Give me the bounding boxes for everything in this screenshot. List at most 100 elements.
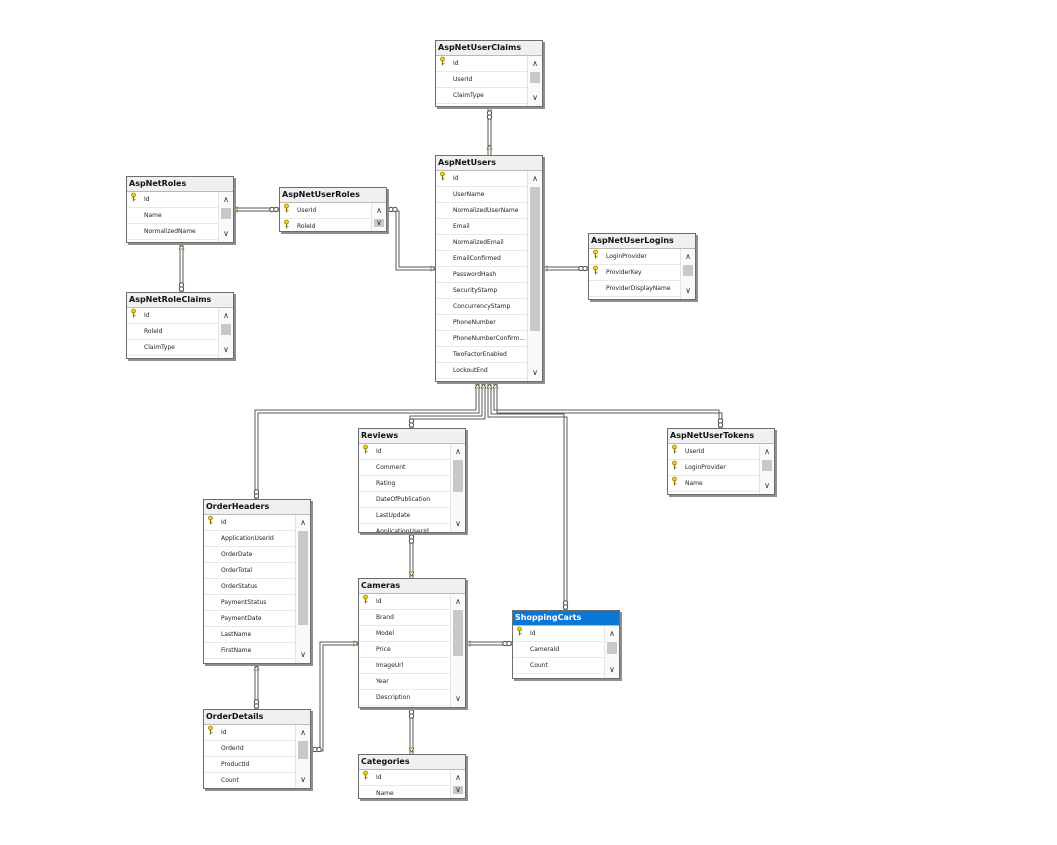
column-row[interactable]: ProductId — [204, 757, 296, 773]
scrollbar[interactable]: ∧∨ — [218, 192, 233, 242]
scrollbar-thumb[interactable] — [453, 610, 463, 656]
chevron-down-icon[interactable]: ∨ — [223, 229, 229, 238]
scrollbar[interactable]: ∧∨ — [527, 56, 542, 106]
column-row[interactable]: FirstName — [204, 643, 296, 659]
table-title[interactable]: AspNetUsers — [436, 156, 542, 171]
scrollbar-thumb[interactable] — [762, 460, 772, 471]
column-row[interactable]: LoginProvider — [589, 249, 681, 265]
scrollbar[interactable]: ∧∨ — [680, 249, 695, 299]
column-row[interactable]: PhoneNumber — [436, 315, 528, 331]
table-aspnetroles[interactable]: AspNetRolesIdNameNormalizedNameConcurren… — [126, 176, 234, 243]
column-row[interactable]: Model — [359, 626, 451, 642]
chevron-down-icon[interactable]: ∨ — [455, 694, 461, 703]
table-title[interactable]: OrderDetails — [204, 710, 310, 725]
scrollbar[interactable]: ∧∨ — [527, 171, 542, 381]
column-row[interactable]: UserName — [436, 187, 528, 203]
scrollbar-thumb[interactable] — [298, 741, 308, 759]
column-row[interactable]: Id — [513, 626, 605, 642]
scrollbar-thumb[interactable] — [607, 642, 617, 654]
column-row[interactable]: NormalizedUserName — [436, 203, 528, 219]
scrollbar-thumb[interactable] — [374, 219, 384, 227]
chevron-up-icon[interactable]: ∧ — [455, 597, 461, 606]
table-title[interactable]: AspNetUserLogins — [589, 234, 695, 249]
column-row[interactable]: ImageUrl — [359, 658, 451, 674]
column-row[interactable]: PaymentStatus — [204, 595, 296, 611]
column-row[interactable]: Value — [668, 492, 760, 494]
column-row[interactable]: Name — [359, 786, 451, 798]
column-row[interactable]: PasswordHash — [436, 267, 528, 283]
column-row[interactable]: Id — [127, 192, 219, 208]
column-row[interactable]: NormalizedEmail — [436, 235, 528, 251]
column-row[interactable]: SecurityStamp — [436, 283, 528, 299]
scrollbar[interactable]: ∧∨ — [759, 444, 774, 494]
scrollbar[interactable]: ∧∨ — [295, 725, 310, 788]
column-row[interactable]: LastUpdate — [359, 508, 451, 524]
column-row[interactable]: ProviderDisplayName — [589, 281, 681, 297]
column-row[interactable]: RoleId — [280, 219, 372, 231]
chevron-up-icon[interactable]: ∧ — [609, 629, 615, 638]
column-row[interactable]: CameraId — [513, 642, 605, 658]
chevron-up-icon[interactable]: ∧ — [376, 206, 382, 215]
scrollbar-thumb[interactable] — [453, 786, 463, 794]
column-row[interactable]: OrderTotal — [204, 563, 296, 579]
chevron-down-icon[interactable]: ∨ — [532, 368, 538, 377]
column-row[interactable]: ConcurrencyStamp — [127, 240, 219, 242]
column-row[interactable]: Name — [668, 476, 760, 492]
column-row[interactable]: Comment — [359, 460, 451, 476]
column-row[interactable]: OrderDate — [204, 547, 296, 563]
column-row[interactable]: Brand — [359, 610, 451, 626]
column-row[interactable]: UserId — [668, 444, 760, 460]
column-row[interactable]: ClaimValue — [436, 104, 528, 106]
table-title[interactable]: AspNetUserTokens — [668, 429, 774, 444]
table-title[interactable]: AspNetUserClaims — [436, 41, 542, 56]
column-row[interactable]: Year — [359, 674, 451, 690]
scrollbar-thumb[interactable] — [298, 531, 308, 625]
scrollbar-thumb[interactable] — [453, 460, 463, 492]
chevron-up-icon[interactable]: ∧ — [532, 59, 538, 68]
column-row[interactable]: Email — [436, 219, 528, 235]
column-row[interactable]: Id — [359, 594, 451, 610]
scrollbar[interactable]: ∧∨ — [450, 770, 465, 798]
scrollbar[interactable]: ∧∨ — [604, 626, 619, 678]
column-row[interactable]: CategoryId — [359, 706, 451, 707]
chevron-down-icon[interactable]: ∨ — [376, 218, 382, 227]
column-row[interactable]: Id — [204, 515, 296, 531]
chevron-up-icon[interactable]: ∧ — [455, 447, 461, 456]
chevron-down-icon[interactable]: ∨ — [300, 650, 306, 659]
column-row[interactable]: ConcurrencyStamp — [436, 299, 528, 315]
column-row[interactable]: LoginProvider — [668, 460, 760, 476]
column-row[interactable]: LockoutEnabled — [436, 379, 528, 381]
column-row[interactable]: NormalizedName — [127, 224, 219, 240]
table-title[interactable]: Cameras — [359, 579, 465, 594]
column-row[interactable]: Id — [436, 56, 528, 72]
column-row[interactable]: Id — [127, 308, 219, 324]
table-title[interactable]: AspNetUserRoles — [280, 188, 386, 203]
chevron-up-icon[interactable]: ∧ — [685, 252, 691, 261]
column-row[interactable]: Rating — [359, 476, 451, 492]
column-row[interactable]: Count — [204, 773, 296, 788]
scrollbar-thumb[interactable] — [530, 72, 540, 83]
table-title[interactable]: OrderHeaders — [204, 500, 310, 515]
chevron-up-icon[interactable]: ∧ — [300, 518, 306, 527]
column-row[interactable]: OrderStatus — [204, 579, 296, 595]
table-orderdetails[interactable]: OrderDetailsIdOrderIdProductIdCountPrice… — [203, 709, 311, 789]
column-row[interactable]: PhoneNumberConfirm... — [436, 331, 528, 347]
column-row[interactable]: LockoutEnd — [436, 363, 528, 379]
column-row[interactable]: Count — [513, 658, 605, 674]
table-title[interactable]: ShoppingCarts — [513, 611, 619, 626]
column-row[interactable]: Price — [359, 642, 451, 658]
column-row[interactable]: Description — [359, 690, 451, 706]
chevron-down-icon[interactable]: ∨ — [609, 665, 615, 674]
table-title[interactable]: Categories — [359, 755, 465, 770]
column-row[interactable]: ApplicationUserId — [359, 524, 451, 532]
chevron-up-icon[interactable]: ∧ — [455, 773, 461, 782]
scrollbar-thumb[interactable] — [221, 208, 231, 219]
table-title[interactable]: Reviews — [359, 429, 465, 444]
column-row[interactable]: OrderId — [204, 741, 296, 757]
column-row[interactable]: UserId — [589, 297, 681, 299]
